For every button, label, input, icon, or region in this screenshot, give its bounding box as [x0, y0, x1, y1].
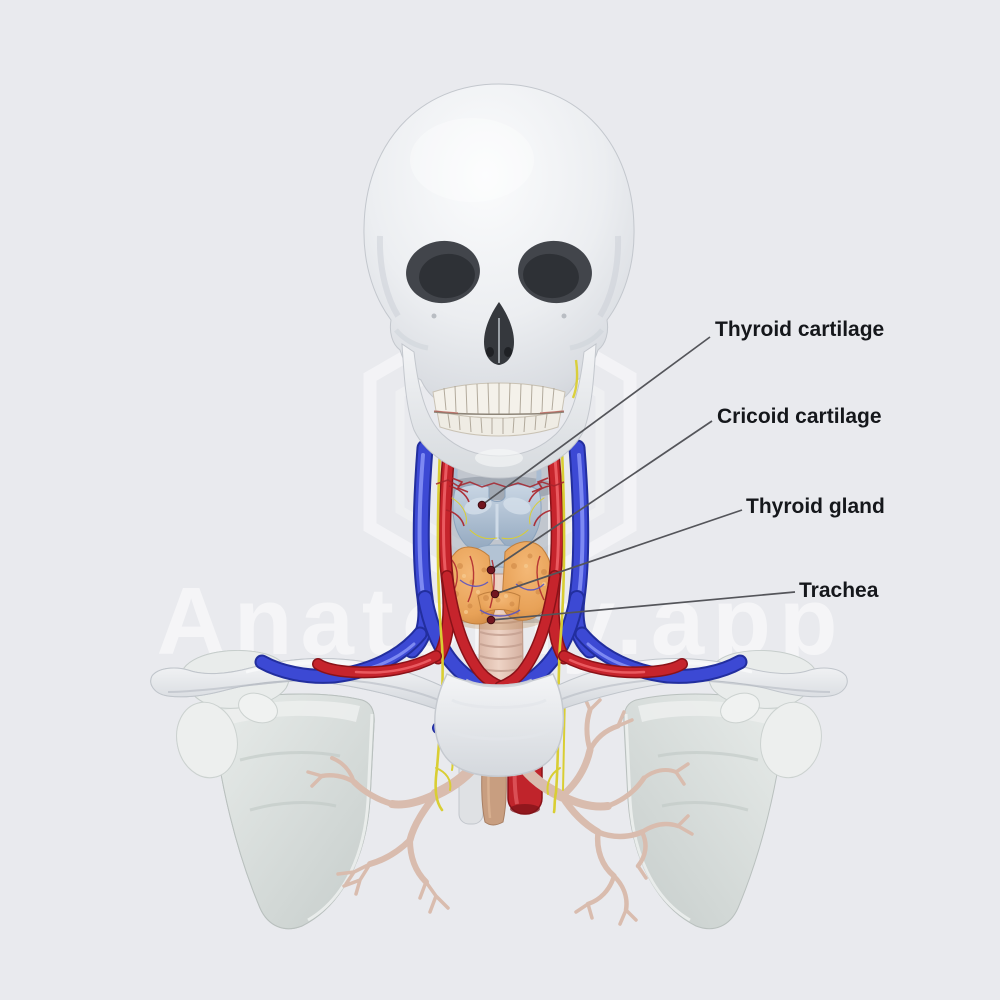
label-thyroid-gland: Thyroid gland: [746, 495, 885, 518]
facial-nerve: [571, 359, 579, 399]
leader-line-thyroid-gland: [494, 509, 743, 595]
anchor-dot-cricoid-cartilage: [486, 565, 496, 575]
skull: [363, 83, 635, 488]
anchor-dot-thyroid-cartilage: [477, 500, 487, 510]
anchor-dot-trachea: [486, 615, 496, 625]
nasal-aperture: [484, 302, 514, 365]
label-cricoid-cartilage: Cricoid cartilage: [717, 405, 882, 428]
bronchial-tree: [306, 694, 694, 926]
leader-line-cricoid-cartilage: [490, 420, 713, 571]
anchor-dot-thyroid-gland: [490, 589, 500, 599]
leader-line-trachea: [490, 591, 796, 621]
subclavian-vessels: [254, 626, 748, 684]
teeth: [432, 382, 566, 437]
manubrium: [434, 673, 565, 777]
thyroid-cartilage: [452, 463, 542, 550]
label-trachea: Trachea: [799, 579, 879, 602]
leader-line-thyroid-cartilage: [481, 336, 711, 506]
label-thyroid-cartilage: Thyroid cartilage: [715, 318, 884, 341]
thyroid-gland: [443, 541, 554, 630]
facial-artery: [435, 479, 565, 488]
mandible: [401, 343, 597, 479]
carotid-arteries: [431, 443, 571, 693]
eye-sockets: [406, 240, 592, 319]
